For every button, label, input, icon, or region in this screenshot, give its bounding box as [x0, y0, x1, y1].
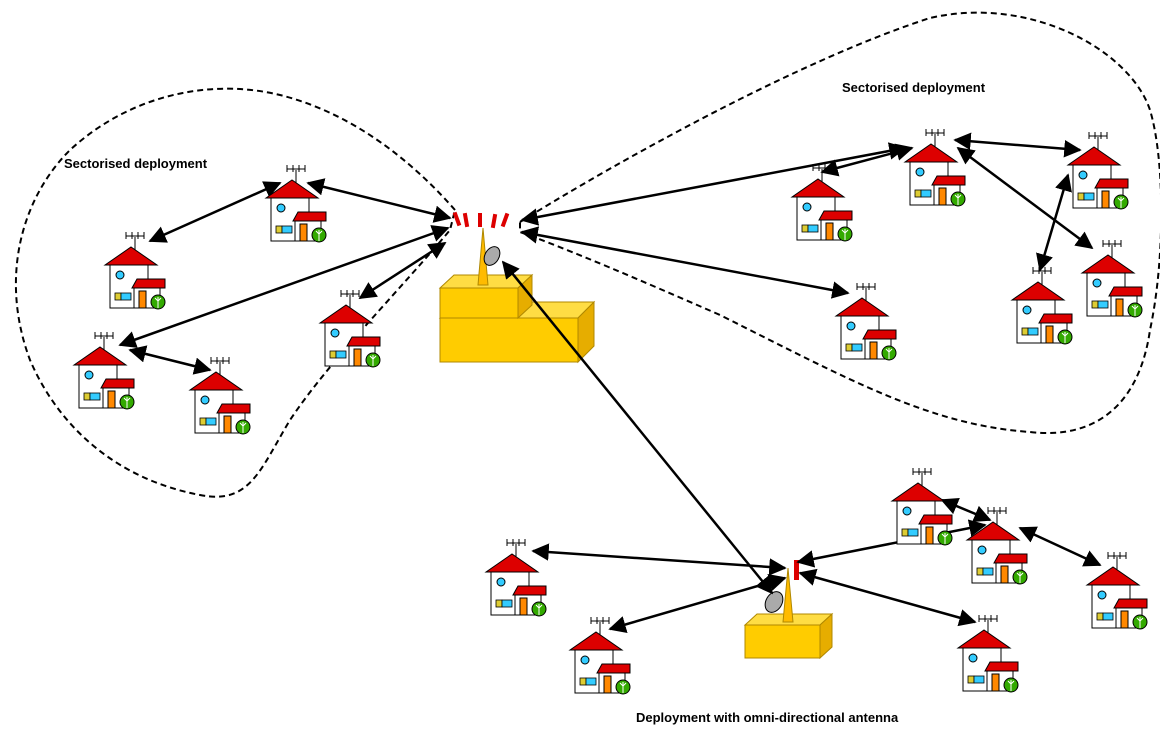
dish-antenna-icon	[483, 246, 501, 266]
sector-antenna-icon	[794, 560, 799, 580]
house-icon	[1067, 131, 1129, 210]
house-icon	[569, 616, 631, 695]
right-sector-label: Sectorised deployment	[842, 80, 986, 95]
house-icon	[966, 506, 1028, 585]
house-icon	[891, 467, 953, 546]
house-icon	[957, 614, 1019, 693]
main-base-station	[438, 211, 596, 364]
radio-links	[118, 132, 1102, 633]
house-icon	[265, 164, 327, 243]
dish-antenna-icon	[764, 591, 784, 613]
left-sector-boundary	[14, 87, 457, 498]
house-icon	[835, 282, 897, 361]
left-sector-label: Sectorised deployment	[64, 156, 208, 171]
house-icon	[791, 163, 853, 242]
mast-icon	[782, 567, 794, 623]
omni-deployment-label: Deployment with omni-directional antenna	[636, 710, 899, 725]
house-icon	[1081, 239, 1143, 318]
sector-antenna-icon	[452, 211, 510, 229]
house-icon	[1011, 266, 1073, 345]
house-icon	[319, 289, 381, 368]
houses	[73, 128, 1148, 695]
house-icon	[104, 231, 166, 310]
house-icon	[189, 356, 251, 435]
